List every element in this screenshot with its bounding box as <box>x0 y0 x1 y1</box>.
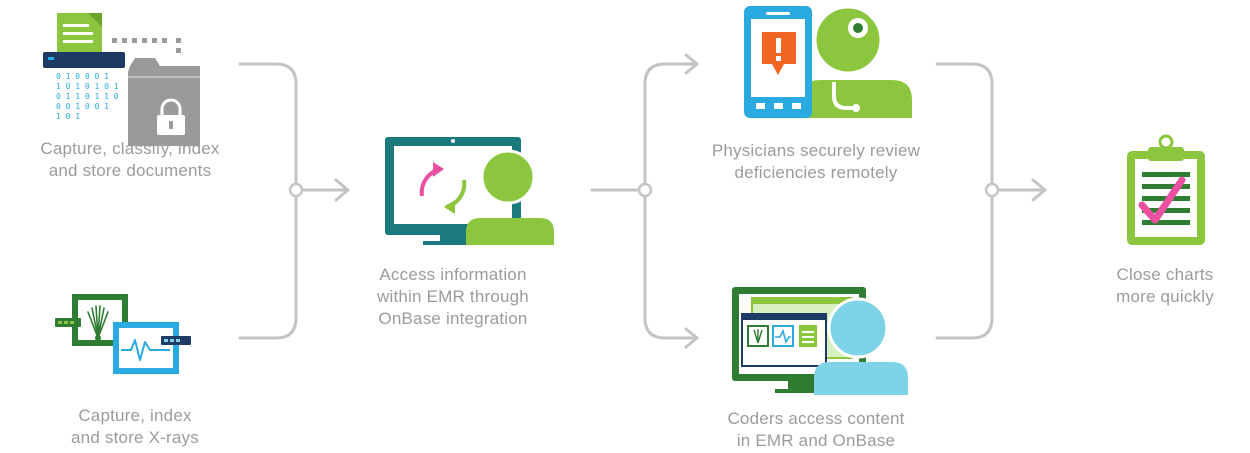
label-physicians-review: Physicians securely review deficiencies … <box>711 141 921 182</box>
coder-computer-icon <box>732 287 908 395</box>
junction-node-2 <box>637 182 653 198</box>
phone-physician-icon <box>744 5 912 118</box>
user-body <box>466 218 554 245</box>
label-coders-access: Coders access content in EMR and OnBase <box>727 409 905 450</box>
xray-monitor-icon <box>55 294 191 374</box>
junction-node-1 <box>288 182 304 198</box>
arrow-1 <box>301 178 350 202</box>
user-head <box>480 149 536 205</box>
bracket-3 <box>935 62 994 340</box>
arrow-2-top <box>684 53 699 75</box>
lock-icon <box>157 98 185 135</box>
svg-text:1 0 1: 1 0 1 <box>56 112 80 121</box>
label-access-emr: Access information within EMR through On… <box>377 265 529 328</box>
bracket-1 <box>238 62 298 340</box>
connector-lines <box>238 53 1047 349</box>
svg-text:0 0 1 0 0 1: 0 0 1 0 0 1 <box>56 102 109 111</box>
label-capture-xrays: Capture, index and store X-rays <box>71 406 199 447</box>
clipboard-checkmark-icon <box>1127 134 1205 245</box>
branch-2 <box>643 62 699 340</box>
coder-body <box>814 362 908 395</box>
svg-text:1 0 1 0 1 0 1: 1 0 1 0 1 0 1 <box>56 82 119 91</box>
stethoscope <box>832 82 852 110</box>
dotted-line <box>112 38 181 53</box>
binary-text: 0 1 0 0 0 1 1 0 1 0 1 0 1 0 1 1 0 1 1 0 … <box>56 72 119 121</box>
arrow-2-bottom <box>684 327 699 349</box>
checkmark-icon <box>1138 176 1186 224</box>
label-capture-documents: Capture, classify, index and store docum… <box>40 139 220 180</box>
svg-text:0 1 0 0 0 1: 0 1 0 0 0 1 <box>56 72 109 81</box>
label-close-charts: Close charts more quickly <box>1116 265 1214 306</box>
coder-head <box>827 297 889 359</box>
svg-text:0 1 1 0 1 1 0: 0 1 1 0 1 1 0 <box>56 92 119 101</box>
junction-node-3 <box>984 182 1000 198</box>
scanner-document-icon: 0 1 0 0 0 1 1 0 1 0 1 0 1 0 1 1 0 1 1 0 … <box>43 13 200 146</box>
arrow-3 <box>997 178 1047 202</box>
alert-icon <box>762 32 796 75</box>
physician-head <box>813 5 883 75</box>
computer-sync-user-icon <box>385 137 554 245</box>
physician-body <box>800 80 912 118</box>
